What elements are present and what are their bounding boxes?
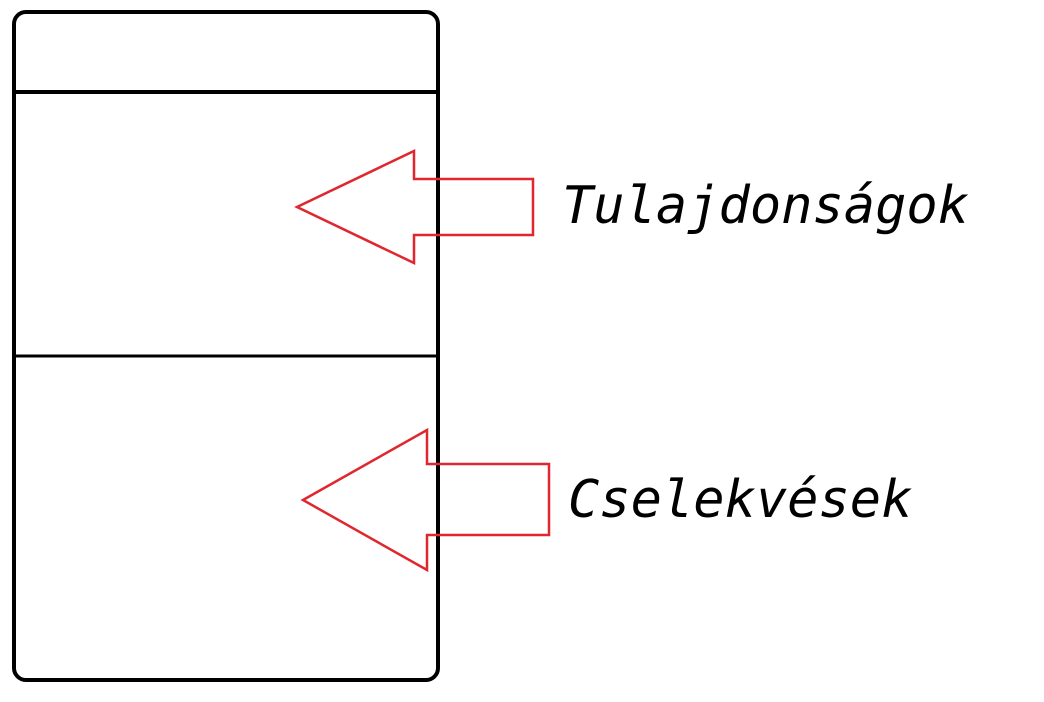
- attributes-label: Tulajdonságok: [562, 176, 969, 236]
- attributes-arrow: [294, 149, 535, 265]
- operations-label: Cselekvések: [568, 470, 912, 530]
- operations-arrow: [300, 427, 551, 573]
- class-box: [12, 10, 440, 682]
